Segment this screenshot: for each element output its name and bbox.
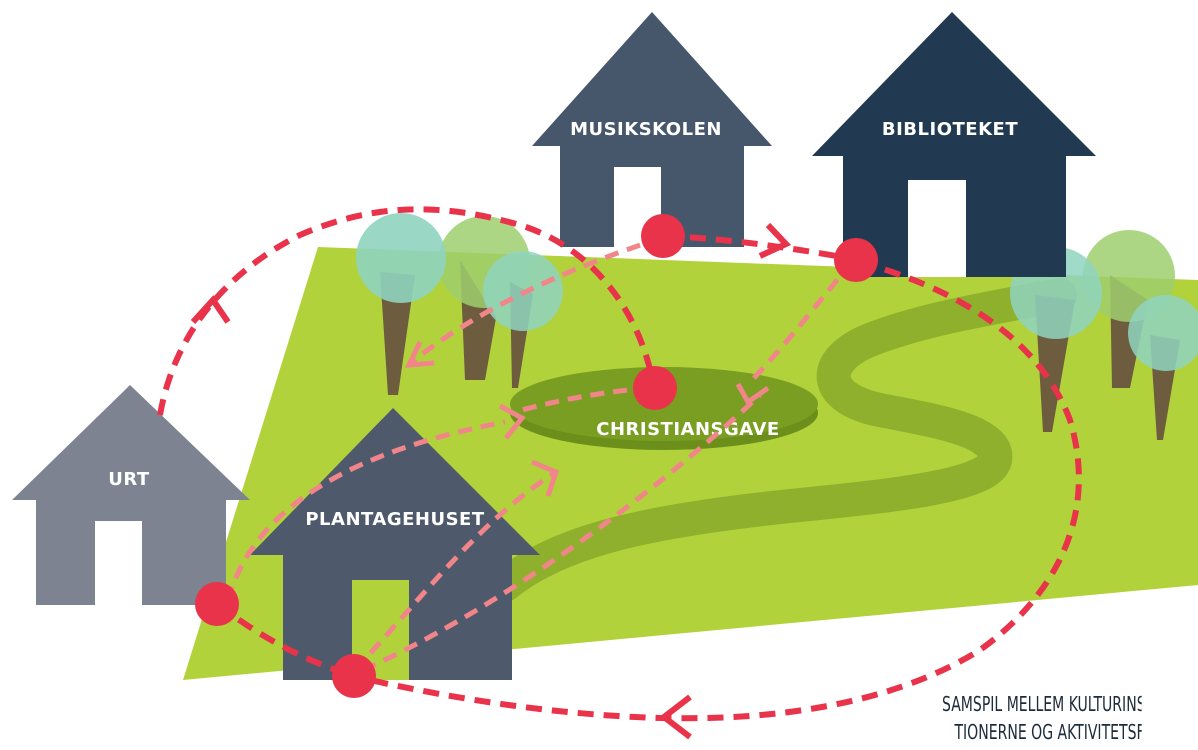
route-plantage-to-biblioteket [361,393,762,673]
route-biblioteket-to-christians [750,260,854,382]
house-musikskolen: MUSIKSKOLEN [532,12,772,247]
route-musik-to-biblioteket [663,233,849,261]
house-biblioteket: BIBLIOTEKET [812,12,1096,277]
tree-trunk [380,272,415,395]
diagram-caption: SAMSPIL MELLEM KULTURINSTITU TIONERNE OG… [942,690,1142,746]
route-arrowhead [531,459,560,497]
route-arrowhead [659,694,692,740]
musikskolen-label: MUSIKSKOLEN [570,119,722,140]
node-musikskolen [641,214,685,258]
node-biblioteket [834,238,878,282]
route-arrowhead [190,295,231,325]
route-plantage-to-christians-center [353,469,558,672]
route-arrowhead [758,222,792,259]
route-arrowhead [404,340,435,368]
house-urt: URT [12,385,250,605]
tree-crown [1128,295,1198,371]
plantagehuset-label: PLANTAGEHUSET [305,509,484,530]
node-christiansgave [633,366,677,410]
christiansgave-label: CHRISTIANSGAVE [596,419,779,440]
route-biblioteket-loop [369,259,1082,722]
routes-secondary [225,235,854,673]
tree-crown [356,213,446,303]
caption-line-1: SAMSPIL MELLEM KULTURINSTITU [942,692,1142,716]
urt-label: URT [108,469,150,490]
biblioteket-label: BIBLIOTEKET [882,119,1018,140]
tree-group-left [356,213,563,395]
caption-line-2: TIONERNE OG AKTIVITETSFORLØ [954,720,1142,744]
winding-path [488,278,1077,602]
route-christians-to-left [521,385,651,413]
route-arrowhead [735,382,770,406]
route-plantage-to-christians-left [225,419,506,601]
node-plantagehuset [332,654,376,698]
route-nodes [195,214,878,698]
node-urt [195,582,239,626]
route-arrowhead [498,403,526,440]
